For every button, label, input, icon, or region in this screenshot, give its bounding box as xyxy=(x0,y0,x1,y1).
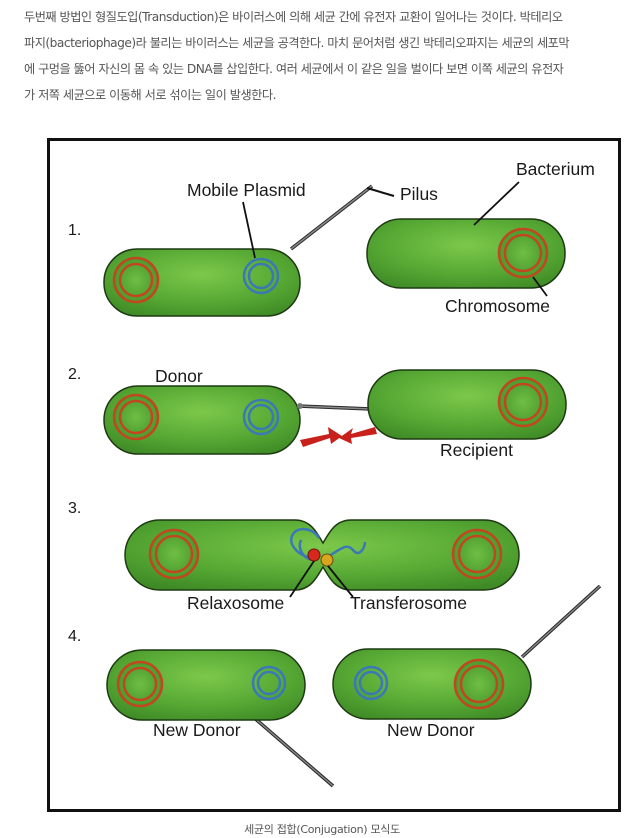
label-transferosome: Transferosome xyxy=(350,593,467,613)
mobile-plasmid-1-inner xyxy=(247,262,275,290)
chromosome-donor-1-inner xyxy=(118,262,154,298)
transferosome-leader-line xyxy=(327,565,354,598)
mobile-plasmid-2 xyxy=(242,398,280,436)
bacterium-leader-line xyxy=(473,181,520,226)
chromosome-leader-line xyxy=(532,276,548,297)
mating-pair-cells xyxy=(124,519,520,591)
step-number-4: 4. xyxy=(68,628,81,645)
chromosome-donor-2-inner xyxy=(118,399,154,435)
intro-line-4: 가 저쪽 세균으로 이동해 서로 섞이는 일이 발생한다. xyxy=(24,88,276,102)
chromosome-new-donor-left-inner xyxy=(122,666,158,702)
label-pilus: Pilus xyxy=(400,184,438,204)
mobile-plasmid-leader-line xyxy=(242,201,256,259)
plasmid-strand-donor xyxy=(290,527,321,560)
chromosome-recipient-2-inner xyxy=(503,382,543,422)
label-chromosome: Chromosome xyxy=(445,296,550,316)
plasmid-new-donor-right xyxy=(353,665,389,701)
label-new-donor-left: New Donor xyxy=(153,720,241,740)
step-number-3: 3. xyxy=(68,500,81,517)
intro-line-1: 두번째 방법인 형질도입(Transduction)은 바이러스에 의해 세균 … xyxy=(24,10,563,24)
arrow-left-icon xyxy=(339,427,377,444)
pilus-new-donor-right-highlight xyxy=(521,585,601,658)
chromosome-recipient-1-inner xyxy=(503,233,543,273)
figure-caption: 세균의 접합(Conjugation) 모식도 xyxy=(244,823,400,836)
plasmid-new-donor-left xyxy=(251,665,287,701)
plasmid-strand-transfer xyxy=(328,541,367,558)
transferosome-complex xyxy=(320,553,334,567)
pilus-leader-line xyxy=(366,187,395,197)
plasmid-new-donor-right-inner xyxy=(358,670,384,696)
label-new-donor-right: New Donor xyxy=(387,720,475,740)
plasmid-new-donor-left-inner xyxy=(256,670,282,696)
intro-line-2: 파지(bacteriophage)라 불리는 바이러스는 세균을 공격한다. 마… xyxy=(24,36,570,50)
arrow-right-icon xyxy=(300,427,342,447)
pilus-base xyxy=(297,403,303,409)
label-relaxosome: Relaxosome xyxy=(187,593,284,613)
chromosome-recipient-3-inner xyxy=(457,534,497,574)
new-donor-cell-left xyxy=(106,649,306,721)
conjugation-svg: 1. Mobile Plasmid Pilus Bacterium Chromo… xyxy=(68,159,602,788)
pilus-new-donor-left-highlight xyxy=(251,715,334,787)
conjugation-diagram: 1. Mobile Plasmid Pilus Bacterium Chromo… xyxy=(47,138,621,812)
intro-paragraph: 두번째 방법인 형질도입(Transduction)은 바이러스에 의해 세균 … xyxy=(24,4,638,108)
mobile-plasmid-1 xyxy=(242,257,280,295)
label-recipient: Recipient xyxy=(440,440,513,460)
pilus-highlight xyxy=(290,185,373,250)
step-number-2: 2. xyxy=(68,366,81,383)
chromosome-donor-3-inner xyxy=(154,534,194,574)
label-mobile-plasmid: Mobile Plasmid xyxy=(187,180,306,200)
mobile-plasmid-2-inner xyxy=(247,403,275,431)
relaxosome-complex xyxy=(307,548,321,562)
chromosome-new-donor-right-inner xyxy=(459,664,499,704)
pilus-bridge-highlight xyxy=(297,405,372,410)
intro-line-3: 에 구멍을 뚫어 자신의 몸 속 있는 DNA를 삽입한다. 여러 세균에서 이… xyxy=(24,62,564,76)
label-donor: Donor xyxy=(155,366,203,386)
relaxosome-leader-line xyxy=(289,560,315,598)
step-number-1: 1. xyxy=(68,222,81,239)
label-bacterium: Bacterium xyxy=(516,159,595,179)
